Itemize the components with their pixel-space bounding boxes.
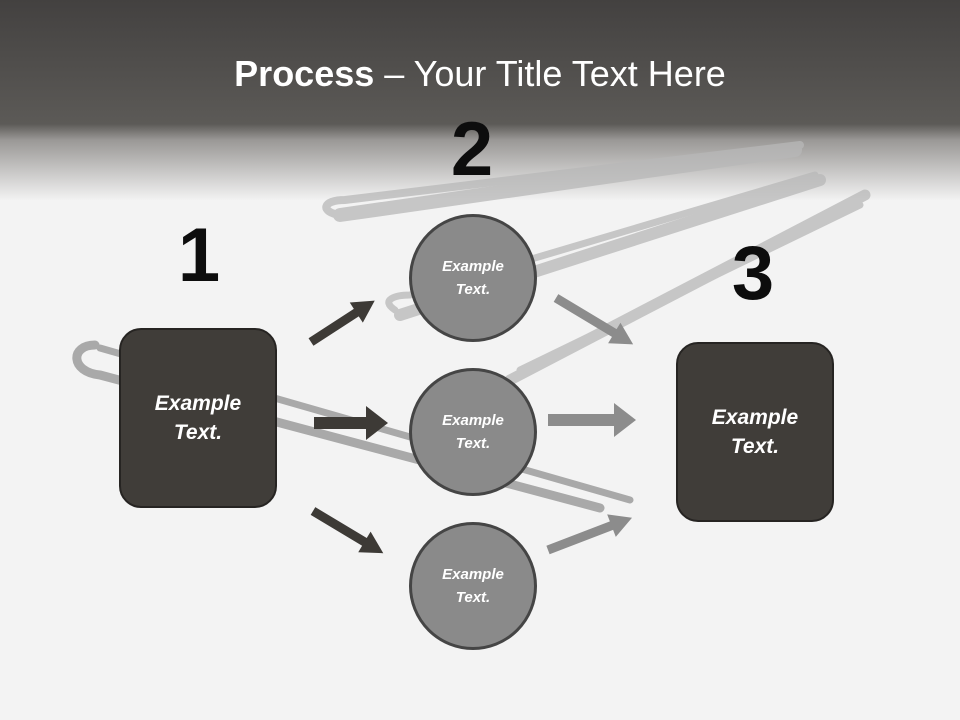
step-2-circle-bottom-text: Example Text. [442, 566, 504, 606]
step-2-circle-top: Example Text. [409, 214, 537, 342]
title-bold: Process [234, 53, 375, 94]
title-separator: – [374, 53, 414, 94]
step-3-box: Example Text. [676, 342, 834, 522]
step-number-1: 1 [177, 213, 221, 298]
step-2-circle-bottom: Example Text. [409, 522, 537, 650]
arrow-bottom-to-3 [546, 514, 633, 555]
hairpin-decoration [322, 141, 871, 386]
title-text: Your Title Text Here [413, 53, 726, 94]
step-2-circle-middle-text: Example Text. [442, 412, 504, 452]
arrow-1-to-top [308, 300, 375, 346]
arrow-top-to-3 [553, 294, 634, 345]
step-number-2: 2 [450, 107, 494, 192]
step-2-circle-middle: Example Text. [409, 368, 537, 496]
slide-title: Process – Your Title Text Here [0, 52, 960, 96]
step-1-box: Example Text. [119, 328, 277, 508]
step-3-text: Example Text. [711, 406, 799, 458]
arrow-1-to-bottom [310, 507, 384, 554]
step-number-3: 3 [731, 231, 775, 316]
arrow-middle-to-3 [548, 403, 636, 437]
step-1-text: Example Text. [154, 392, 242, 444]
arrow-1-to-middle [314, 406, 388, 440]
step-2-circle-top-text: Example Text. [442, 258, 504, 298]
